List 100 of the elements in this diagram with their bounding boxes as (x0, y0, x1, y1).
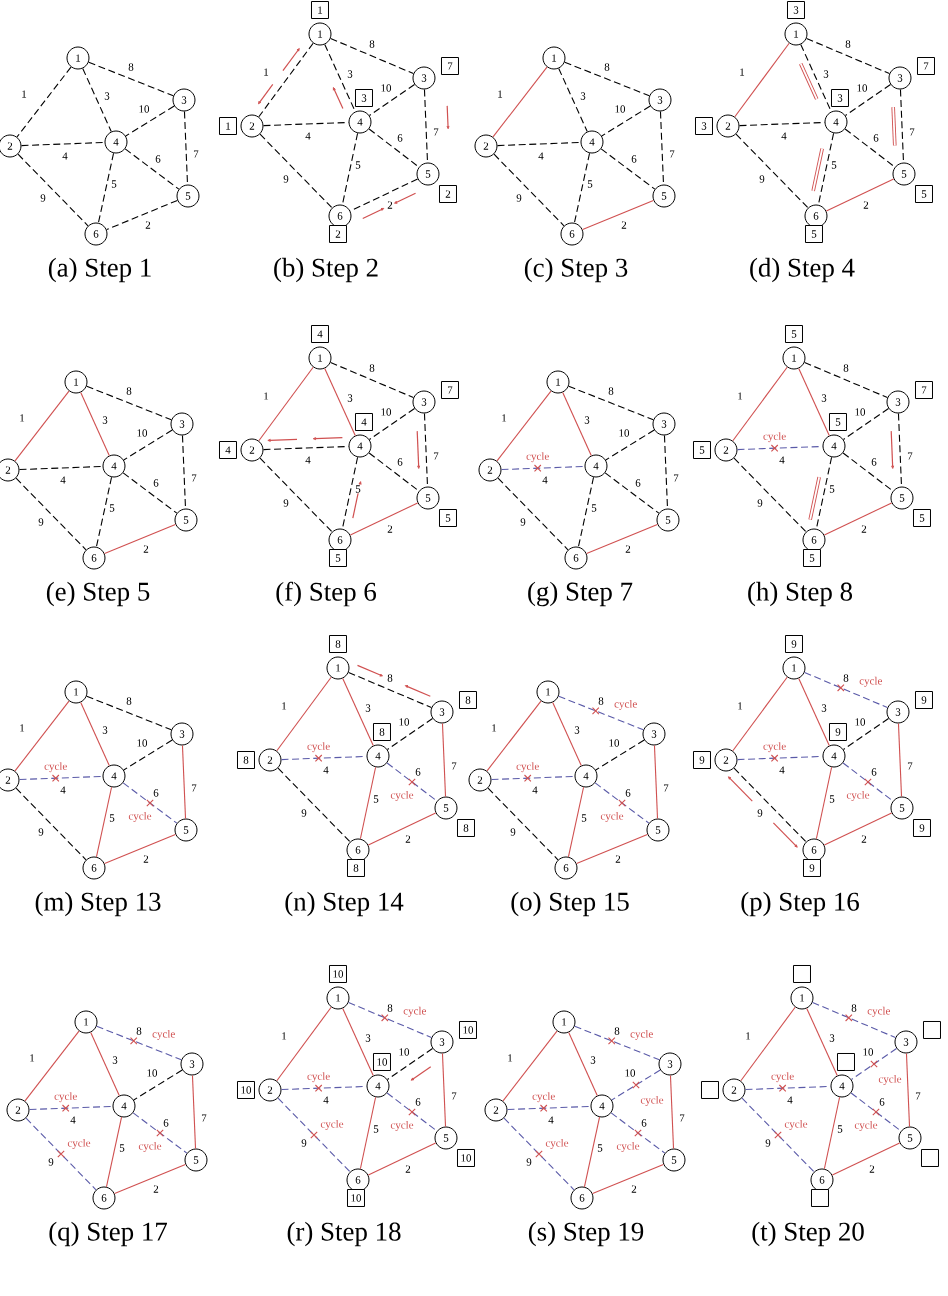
graph-edge (567, 786, 585, 858)
graph-edge (732, 676, 788, 752)
graph-edge (594, 782, 650, 824)
graph-edge (330, 361, 414, 399)
graph-edge (441, 722, 447, 798)
graph-edge (386, 1092, 438, 1132)
graph-edge (280, 755, 368, 761)
graph-edge (486, 700, 542, 772)
graph-edge (342, 677, 374, 747)
panel-caption: (o) Step 15 (511, 891, 629, 917)
graph-edge (492, 66, 548, 138)
graph-edge (18, 465, 104, 471)
graph-edge (183, 110, 189, 186)
graph-edge (741, 1097, 815, 1173)
graph-edge (276, 676, 332, 752)
graph-edge (258, 42, 314, 118)
graph-edge (18, 775, 104, 781)
graph-edge (573, 152, 591, 224)
graph-edge (105, 1116, 123, 1188)
graph-edge (490, 775, 576, 781)
graph-edge (669, 1074, 675, 1150)
graph-edge (733, 457, 807, 533)
panel-caption: (a) Step 1 (48, 257, 151, 283)
graph-edge (386, 1047, 434, 1081)
graph-edge (191, 1074, 197, 1150)
graph-edge (28, 1105, 114, 1111)
graph-edge (324, 367, 356, 437)
graph-edge (815, 766, 833, 840)
graph-edge (812, 1001, 896, 1039)
panel-caption: (s) Step 19 (528, 1221, 644, 1247)
graph-edge (181, 434, 187, 510)
graph-edge (86, 385, 172, 421)
graph-edge (663, 434, 669, 510)
graph-edge (610, 1112, 666, 1154)
panel-caption: (n) Step 14 (285, 891, 404, 917)
empty-box (811, 1189, 829, 1207)
graph-edge (122, 472, 178, 514)
graph-edge (582, 199, 654, 231)
graph-edge (423, 412, 429, 488)
graph-edge (80, 701, 110, 767)
graph-edge (798, 677, 830, 747)
graph-edge (367, 1142, 437, 1176)
graph-edge (905, 1052, 911, 1128)
panel-caption: (m) Step 13 (35, 891, 161, 917)
graph-edge (14, 390, 70, 462)
panel-caption: (b) Step 2 (274, 257, 378, 283)
graph-edge (611, 1069, 661, 1101)
graph-edge (558, 67, 588, 133)
graph-edge (817, 132, 835, 206)
graph-edge (503, 1117, 575, 1191)
graph-edge (341, 456, 359, 530)
graph-edge (90, 1031, 120, 1097)
graph-edge (96, 1025, 182, 1061)
graph-edge (359, 1096, 377, 1170)
graph-edge (262, 445, 350, 451)
graph-edge (734, 42, 790, 118)
graph-edge (330, 37, 414, 75)
graph-edge (732, 366, 788, 442)
graph-edge (897, 412, 903, 488)
graph-edge (423, 88, 429, 164)
graph-edge (125, 105, 175, 137)
panel-caption: (r) Step 18 (287, 1221, 401, 1247)
graph-edge (735, 133, 809, 209)
graph-edge (806, 1007, 838, 1077)
graph-edge (600, 148, 656, 190)
graph-edge (487, 787, 559, 861)
graph-edge (653, 744, 659, 820)
graph-edge (844, 128, 896, 168)
graph-edge (804, 361, 888, 399)
graph-edge (124, 148, 180, 190)
graph-edge (132, 1112, 188, 1154)
graph-edge (349, 502, 419, 536)
empty-box (921, 1149, 939, 1167)
graph-edge (738, 121, 826, 127)
graph-edge (564, 61, 650, 97)
graph-edge (20, 141, 106, 147)
graph-edge (496, 390, 552, 462)
graph-edge (95, 476, 113, 548)
graph-edge (24, 1030, 80, 1102)
graph-edge (583, 1116, 601, 1188)
graph-edge (897, 722, 903, 798)
graph-edge (122, 782, 178, 824)
graph-edge (368, 407, 416, 441)
graph-edge (368, 452, 420, 492)
graph-edge (804, 671, 888, 709)
graph-edge (577, 476, 595, 548)
graph-edge (844, 83, 892, 117)
graph-edge (368, 83, 416, 117)
graph-edge (104, 523, 176, 555)
graph-edge (15, 477, 87, 551)
panel-caption: (c) Step 3 (524, 257, 628, 283)
graph-edge (386, 762, 438, 802)
graph-edge (502, 1030, 558, 1102)
graph-edge (823, 812, 893, 846)
graph-edge (14, 700, 70, 772)
graph-edge (133, 1069, 183, 1101)
graph-edge (123, 739, 173, 771)
graph-edge (349, 178, 419, 212)
graph-edge (831, 1142, 901, 1176)
graph-edge (97, 152, 115, 224)
